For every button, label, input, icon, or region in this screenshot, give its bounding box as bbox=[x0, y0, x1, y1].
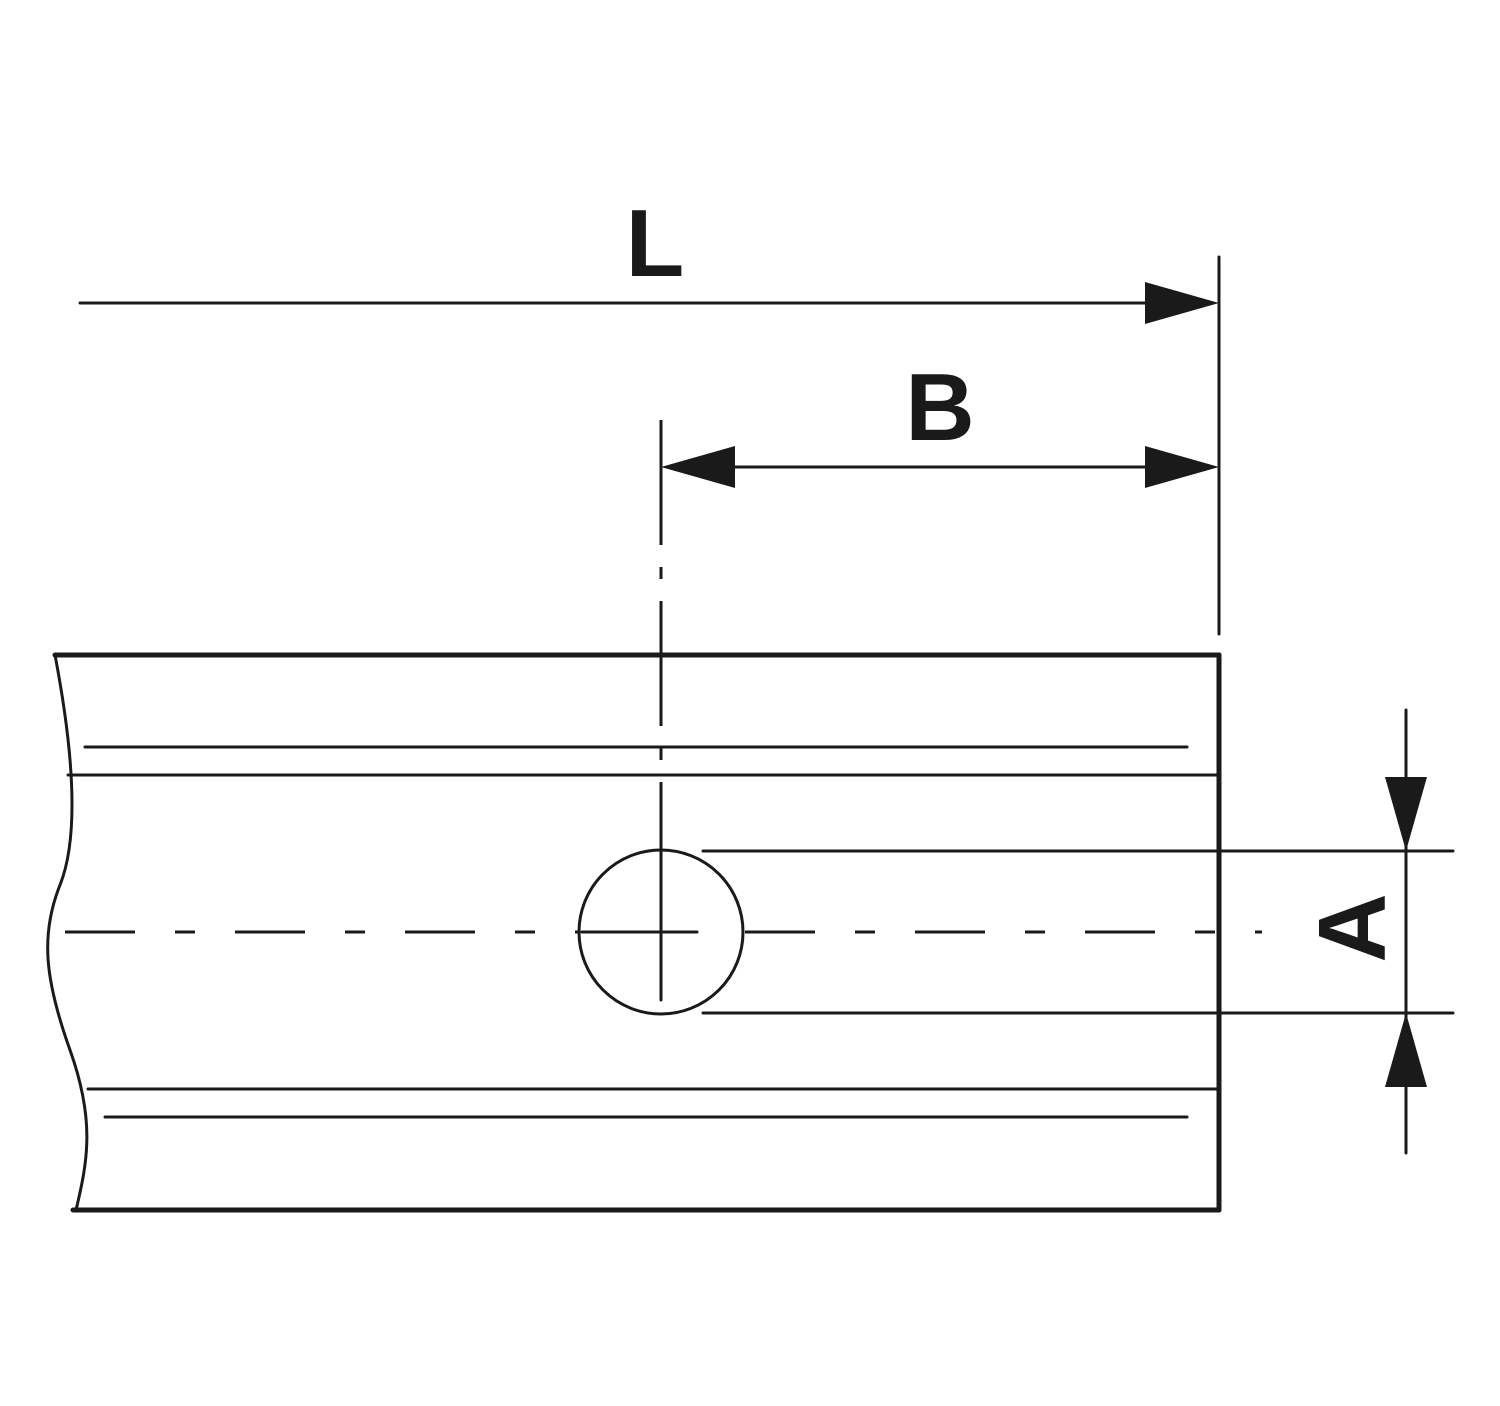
dimension-a-bottom-arrowhead bbox=[1385, 1013, 1427, 1087]
dimension-a: A bbox=[701, 708, 1455, 1155]
part-break-line bbox=[46, 653, 89, 1212]
dimension-b-right-arrowhead bbox=[1145, 446, 1219, 488]
dimension-a-label: A bbox=[1299, 893, 1406, 962]
part-body bbox=[46, 652, 1262, 1213]
dimension-b-label: B bbox=[905, 354, 974, 461]
dimension-b: B bbox=[661, 354, 1219, 488]
dimension-a-top-arrowhead bbox=[1385, 777, 1427, 851]
dimension-b-left-arrowhead bbox=[661, 446, 735, 488]
dimension-l: L bbox=[78, 190, 1219, 324]
dimension-l-label: L bbox=[626, 190, 685, 297]
dimension-l-arrowhead bbox=[1145, 282, 1219, 324]
